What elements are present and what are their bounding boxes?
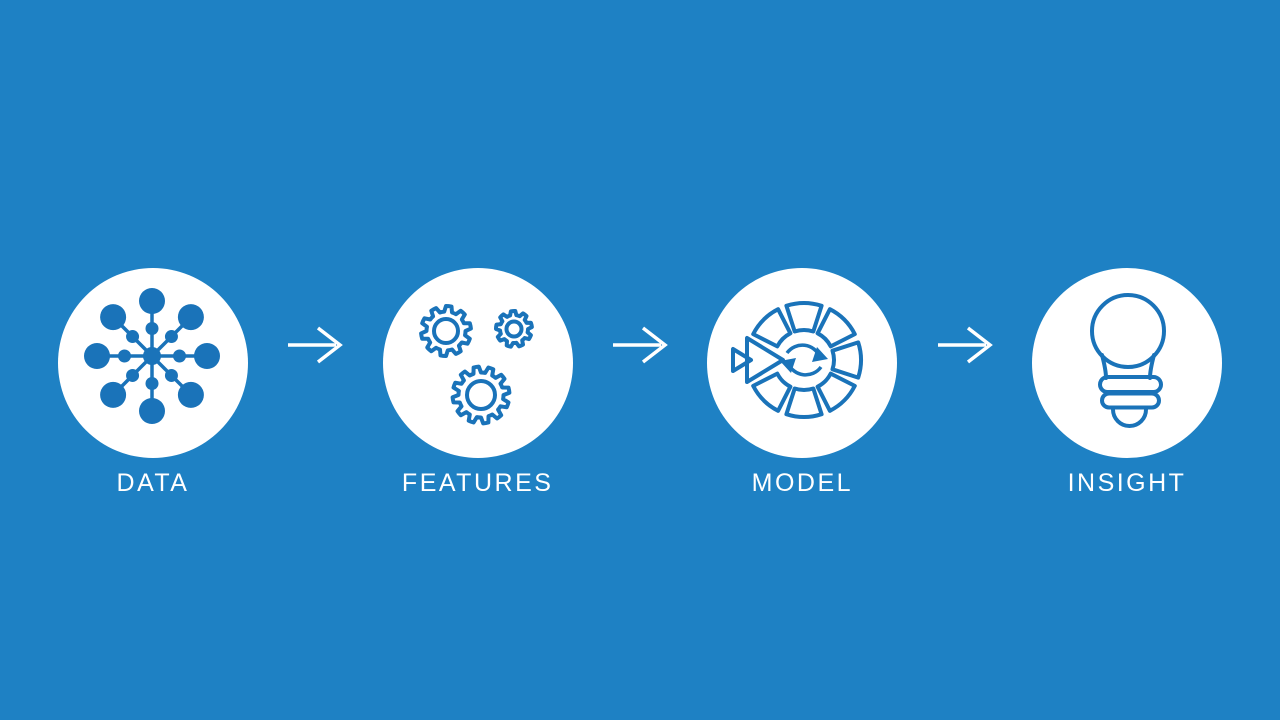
stage-data-circle (58, 268, 248, 458)
stage-features: FEATURES (382, 268, 573, 498)
connector-2 (573, 326, 708, 364)
lightbulb-icon (1090, 293, 1167, 428)
stage-features-label: FEATURES (401, 469, 554, 497)
stage-insight: INSIGHT (1032, 268, 1223, 498)
model-iteration-icon (731, 301, 864, 419)
data-network-icon (84, 288, 220, 424)
stage-model: MODEL (707, 268, 898, 498)
play-triangle-large (745, 336, 786, 384)
gears-icon (418, 303, 534, 426)
stage-insight-label: INSIGHT (1067, 469, 1187, 497)
stage-features-circle (382, 268, 573, 458)
connector-1 (248, 326, 383, 364)
stage-model-circle (707, 268, 898, 458)
play-triangle-small (731, 347, 754, 373)
stage-data-label: DATA (116, 469, 190, 497)
right-arrow-icon (613, 326, 668, 364)
connector-3 (897, 326, 1032, 364)
right-arrow-icon (288, 326, 344, 364)
right-arrow-icon (937, 326, 993, 364)
stage-data: DATA (58, 268, 248, 498)
process-flow-diagram: DATA FEATURES (58, 268, 1223, 498)
stage-insight-circle (1032, 268, 1223, 458)
stage-model-label: MODEL (751, 469, 854, 497)
